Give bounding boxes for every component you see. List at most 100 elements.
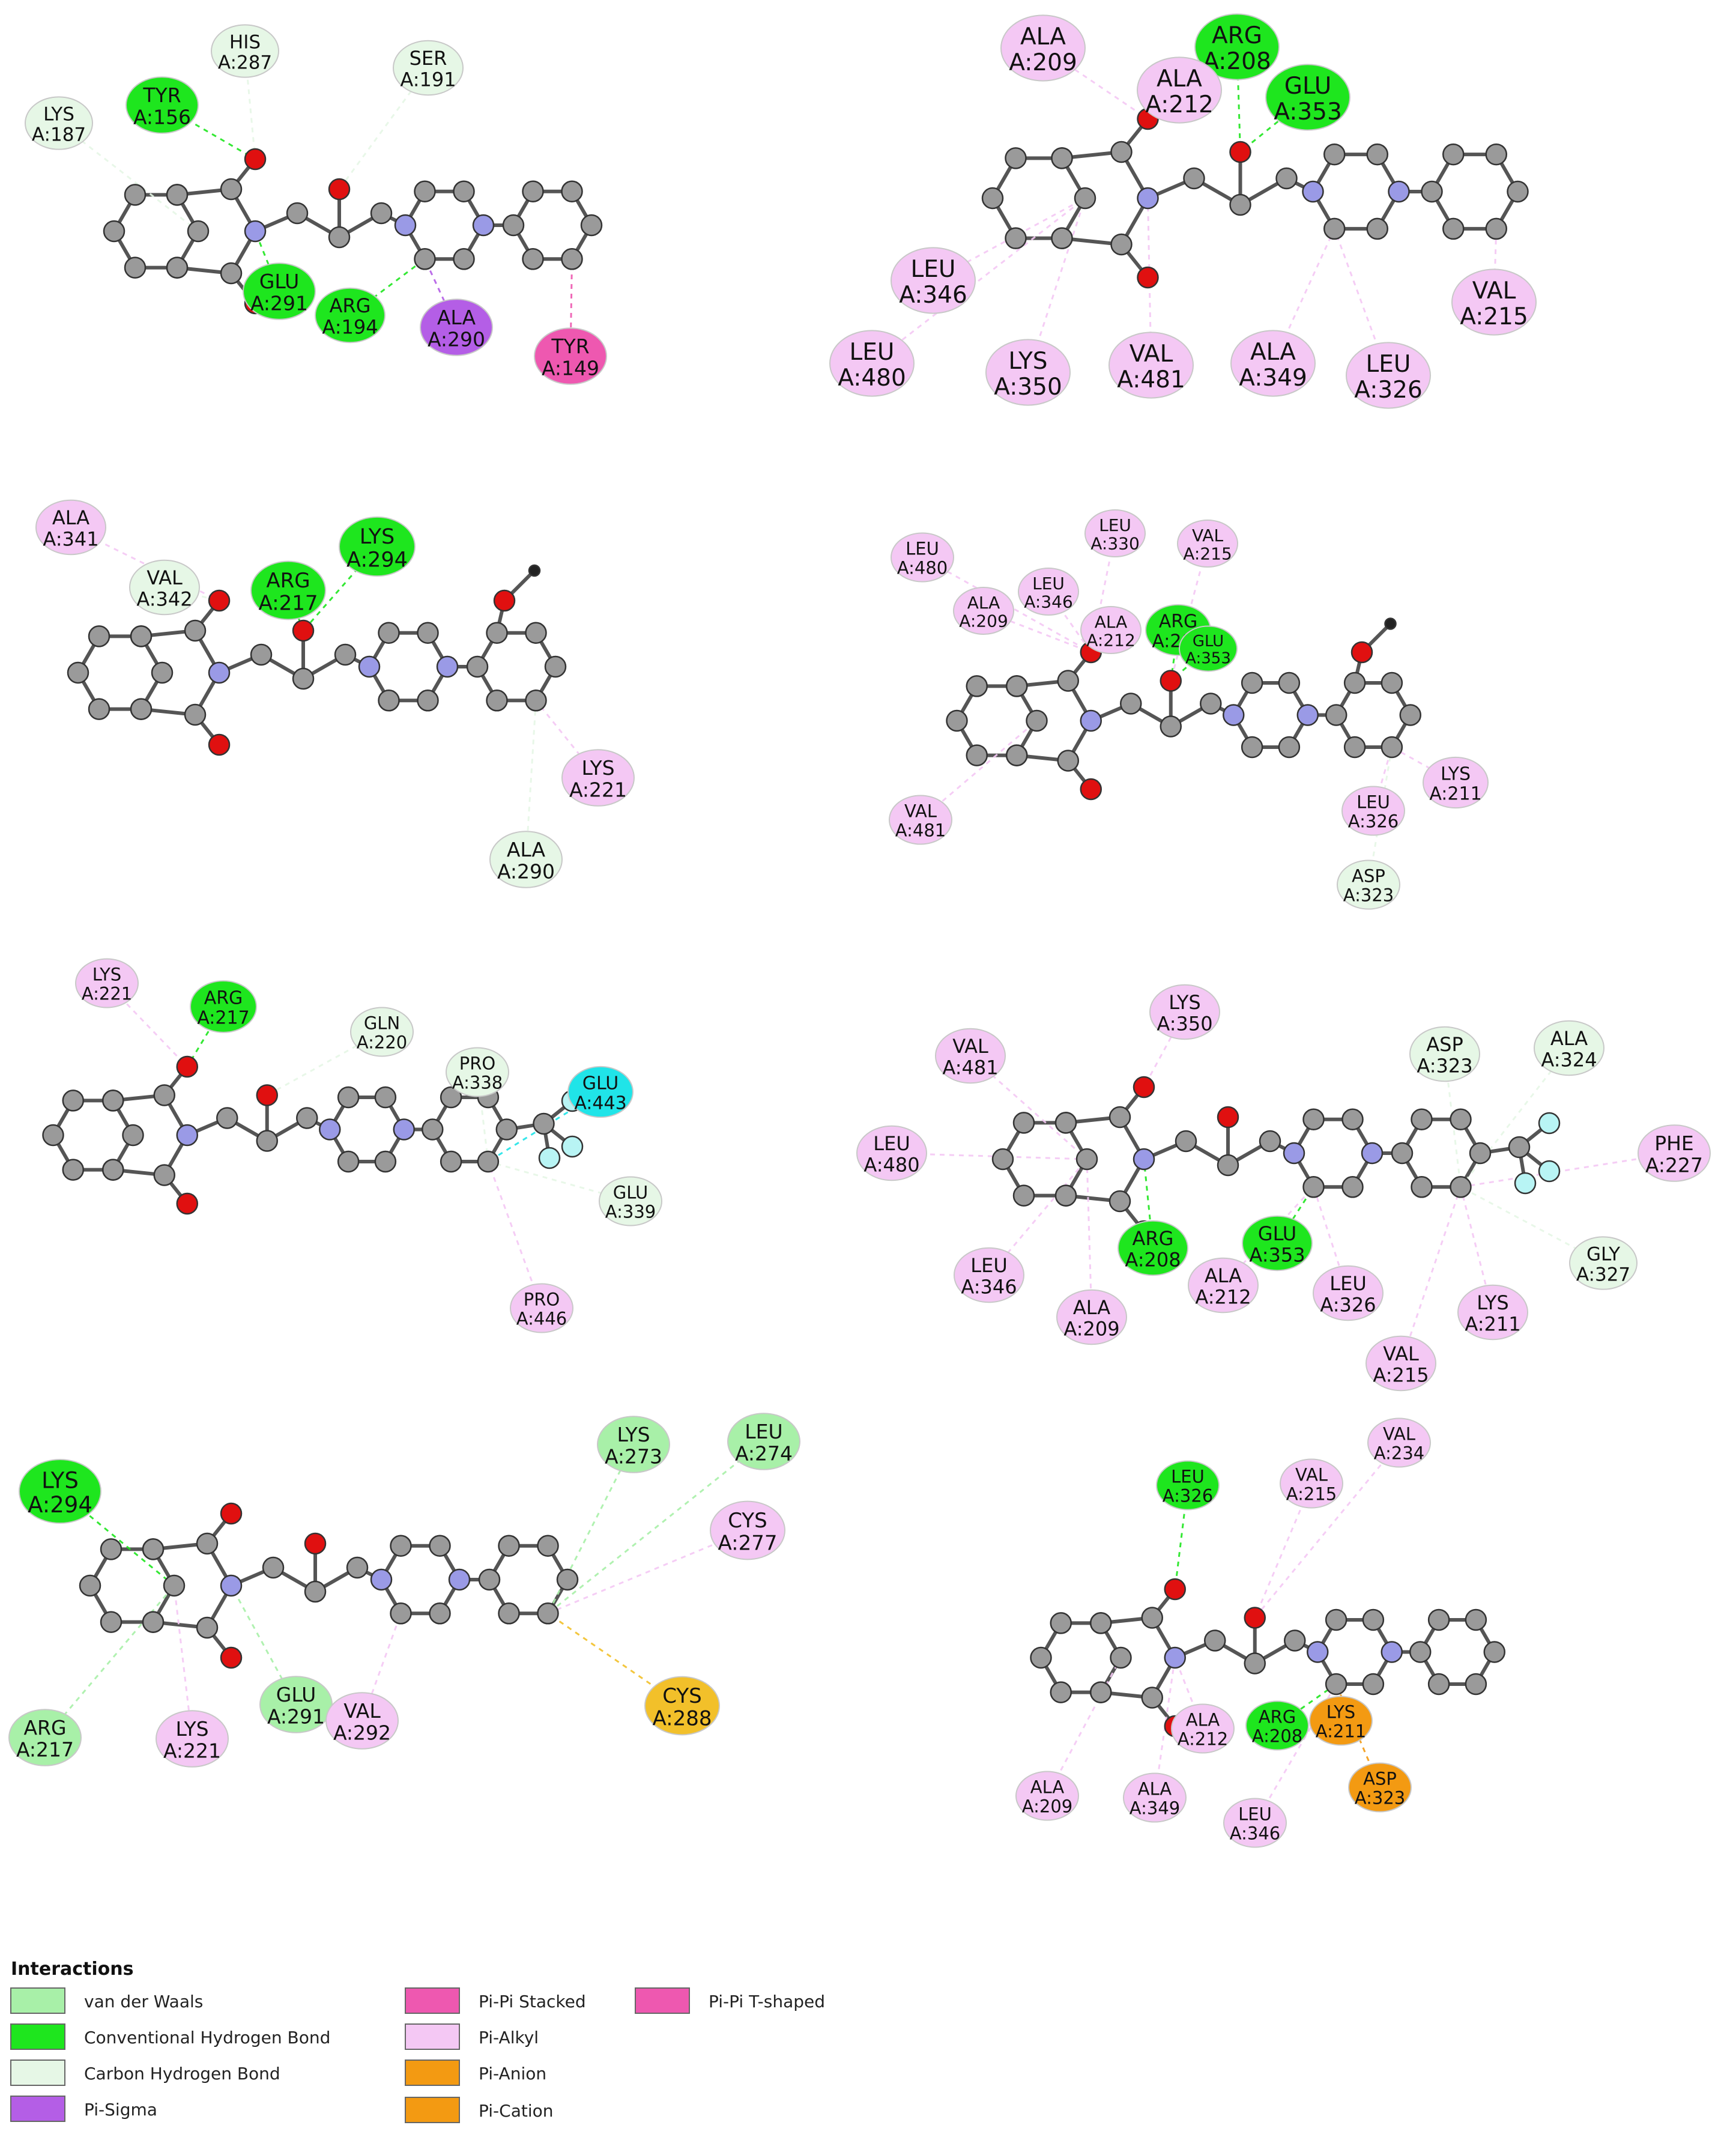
atom-sphere xyxy=(1030,1646,1052,1669)
residue-id: A:220 xyxy=(357,1032,407,1053)
residue-id: A:212 xyxy=(1178,1729,1228,1750)
atom-sphere xyxy=(220,178,243,201)
residue-id: A:221 xyxy=(82,984,132,1004)
atom-sphere xyxy=(130,625,153,647)
atom-sphere xyxy=(1325,704,1347,726)
residue-id: A:234 xyxy=(1374,1443,1424,1464)
residue-ellipse xyxy=(1056,1289,1127,1345)
atom-sphere xyxy=(1229,141,1251,163)
residue-id: A:346 xyxy=(899,282,967,309)
residue-name: LYS xyxy=(1008,348,1047,375)
residue-name: LEU xyxy=(1329,1272,1366,1295)
interaction-contact xyxy=(1086,1159,1093,1318)
atom-sphere xyxy=(1391,1142,1414,1165)
atom-sphere xyxy=(1409,1641,1432,1663)
atom-sphere xyxy=(256,1130,278,1152)
atom-sphere xyxy=(1108,1106,1131,1129)
residue-ellipse xyxy=(446,1047,509,1097)
residue-ellipse xyxy=(325,1692,399,1750)
atom-sphere xyxy=(1343,736,1366,759)
residue-name: LEU xyxy=(906,539,939,559)
atom-sphere xyxy=(1399,704,1421,726)
atom-sphere xyxy=(525,690,547,712)
residue-ellipse xyxy=(350,1007,414,1057)
residue-name: LEU xyxy=(1356,792,1390,813)
interaction-contact xyxy=(244,50,256,160)
atom-sphere xyxy=(1183,167,1205,190)
atom-sphere xyxy=(1442,143,1465,166)
atom-sphere xyxy=(1341,1176,1364,1198)
atom-sphere xyxy=(1241,736,1263,759)
residue-ellipse xyxy=(1108,332,1194,399)
atom-sphere xyxy=(417,690,439,712)
atom-sphere xyxy=(153,1084,175,1106)
atom-sphere xyxy=(122,1124,144,1147)
residue-name: LYS xyxy=(1326,1702,1355,1723)
residue-id: A:350 xyxy=(994,374,1062,401)
atom-sphere xyxy=(580,214,603,237)
atom-sphere xyxy=(1514,1172,1537,1195)
atom-sphere xyxy=(448,1568,471,1591)
atom-sphere xyxy=(208,661,231,684)
interaction-contact xyxy=(547,1440,764,1614)
atom-sphere xyxy=(561,248,583,270)
residue-id: A:294 xyxy=(346,548,408,572)
residue-name: LEU xyxy=(970,1254,1007,1277)
atom-sphere xyxy=(991,1148,1014,1171)
residue-name: LYS xyxy=(41,1467,79,1493)
residue-ellipse xyxy=(8,1709,82,1766)
residue-name: LEU xyxy=(1366,351,1411,378)
atom-sphere xyxy=(1411,1108,1433,1130)
residue-ellipse xyxy=(1018,568,1079,616)
interaction-contact xyxy=(1236,46,1241,153)
atom-sphere xyxy=(374,1150,397,1173)
residue-ellipse xyxy=(1188,1257,1259,1314)
residue-name: LYS xyxy=(175,1717,208,1741)
interaction-contact xyxy=(525,700,537,860)
atom-sphere xyxy=(1137,266,1159,289)
residue-name: ASP xyxy=(1426,1033,1463,1056)
residue-id: A:221 xyxy=(569,778,627,801)
atom-sphere xyxy=(966,744,988,766)
residue-name: ASP xyxy=(1352,866,1385,887)
atom-sphere xyxy=(67,661,89,684)
residue-ellipse xyxy=(1313,1265,1384,1321)
atom-sphere xyxy=(100,1611,122,1633)
residue-id: A:273 xyxy=(605,1444,662,1468)
atom-sphere xyxy=(187,220,210,243)
residue-name: ALA xyxy=(1095,612,1128,632)
residue-id: A:208 xyxy=(1203,48,1271,75)
atom-sphere xyxy=(1469,1142,1492,1165)
atom-sphere xyxy=(498,1535,520,1557)
residue-name: ARG xyxy=(330,294,371,317)
atom-sphere xyxy=(1283,1142,1305,1165)
atom-sphere xyxy=(1057,670,1079,692)
atom-sphere xyxy=(328,178,351,201)
legend-label: Pi-Pi T-shaped xyxy=(709,1992,825,2011)
residue-name: TYR xyxy=(142,83,181,107)
atom-sphere xyxy=(370,1568,393,1591)
atom-sphere xyxy=(1054,1112,1077,1134)
atom-sphere xyxy=(422,1118,444,1141)
residue-name: ARG xyxy=(23,1716,66,1739)
atom-sphere xyxy=(946,709,968,732)
atom-sphere xyxy=(1483,1641,1505,1663)
atom-sphere xyxy=(390,1535,412,1557)
